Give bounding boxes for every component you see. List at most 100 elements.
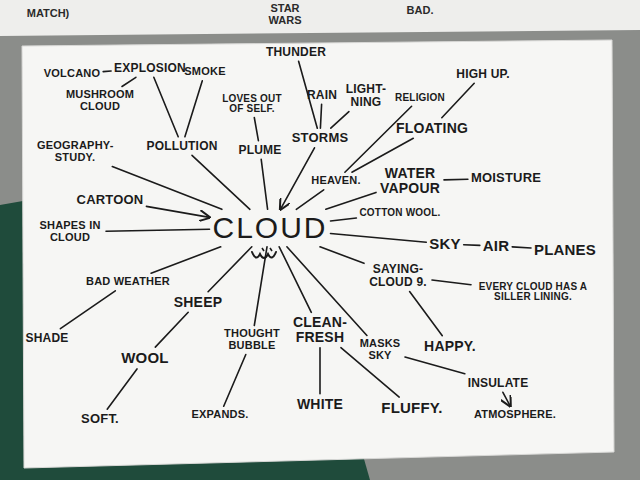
mind-map-line	[224, 355, 246, 407]
word-text: BAD WEATHER	[86, 276, 170, 288]
word-text: INSULATE	[468, 377, 529, 390]
mind-map-word: EXPANDS.	[191, 409, 248, 421]
word-text: POLLUTION	[146, 140, 217, 153]
mind-map-line	[60, 291, 115, 329]
mind-map-line	[444, 178, 468, 180]
mind-map-line	[155, 312, 188, 347]
mind-map-line	[319, 348, 321, 394]
mind-map-word: SOFT.	[81, 412, 119, 426]
word-text: EXPLOSION	[114, 62, 186, 75]
word-text: THOUGHT BUBBLE	[217, 328, 287, 351]
mind-map-word: WATER VAPOUR	[379, 166, 441, 195]
neighbour-sheet-text: BAD.	[407, 5, 434, 17]
word-text: RELIGION	[395, 93, 445, 104]
mind-map-line	[106, 229, 210, 231]
word-text: HAPPY.	[424, 339, 476, 354]
mind-map-line	[151, 247, 221, 273]
word-text: HIGH UP.	[456, 68, 509, 81]
mind-map-line	[331, 112, 349, 129]
mind-map-line	[331, 218, 357, 221]
mind-map-word: COTTON WOOL.	[359, 208, 440, 219]
mind-map-word: FLUFFY.	[381, 400, 442, 416]
word-text: SKY	[429, 236, 460, 252]
mind-map-word: GEOGRAPHY- STUDY.	[37, 140, 113, 163]
word-text: THUNDER	[266, 46, 326, 59]
mind-map-line	[185, 81, 202, 137]
mind-map-word: WHITE	[297, 397, 343, 412]
smiley-doodle	[252, 252, 276, 258]
mind-map-word: RELIGION	[395, 93, 445, 104]
mind-map-line	[107, 369, 137, 409]
mind-map-line	[331, 234, 427, 243]
mind-map-word: CARTOON	[77, 193, 144, 207]
mind-map-line	[410, 292, 443, 336]
word-text: LIGHT- NING	[344, 83, 388, 108]
mind-map-word: HAPPY.	[424, 339, 476, 354]
word-text: SHADE	[25, 332, 68, 345]
paper-sheet	[22, 40, 614, 468]
mind-map-word: PLANES	[534, 242, 596, 258]
word-text: LOVES OUT OF SELF.	[216, 94, 288, 115]
mind-map-line	[320, 247, 364, 263]
word-text: FLOATING	[396, 121, 468, 136]
mind-map-word: PLUME	[239, 144, 282, 157]
mind-map-line	[464, 244, 480, 246]
mind-map-line	[208, 247, 252, 292]
mind-map-word: MASKS SKY	[358, 338, 402, 361]
word-text: SHAPES IN CLOUD	[37, 220, 103, 243]
mind-map-line	[261, 159, 267, 209]
mind-map-word: BAD WEATHER	[86, 276, 170, 288]
mind-map-line	[320, 104, 321, 128]
mind-map-word: SHADE	[25, 332, 68, 345]
mind-map-word: SKY	[429, 236, 460, 252]
neighbour-sheet-text: STAR WARS	[261, 3, 309, 26]
mind-map-word: POLLUTION	[146, 140, 217, 153]
mind-map-word: WOOL	[121, 350, 168, 366]
mind-map-word: SHAPES IN CLOUD	[37, 220, 103, 243]
mind-map-word: LIGHT- NING	[344, 83, 388, 108]
mind-map-line	[503, 392, 510, 406]
word-text: AIR	[483, 238, 509, 254]
word-text: EXPANDS.	[191, 409, 248, 421]
word-text: SOFT.	[81, 412, 119, 426]
word-text: SAYING- CLOUD 9.	[367, 263, 429, 288]
word-text: STORMS	[292, 131, 349, 145]
mind-map-word: MUSHROOM CLOUD	[61, 89, 139, 112]
word-text: SMOKE	[184, 66, 225, 78]
word-text: GEOGRAPHY- STUDY.	[37, 140, 113, 163]
mind-map-word: STORMS	[292, 131, 349, 145]
mind-map-word: THUNDER	[266, 46, 326, 59]
mind-map-line	[512, 247, 531, 248]
word-text: PLUME	[239, 144, 282, 157]
mind-map-word: MOISTURE	[471, 171, 541, 185]
word-text: RAIN	[307, 89, 337, 102]
word-text: WOOL	[121, 350, 168, 366]
mind-map-word: HEAVEN.	[311, 175, 360, 187]
word-text: CLEAN-FRESH	[290, 315, 350, 344]
mind-map-line	[103, 70, 111, 72]
word-text: MASKS SKY	[358, 338, 402, 361]
mind-map-word: INSULATE	[468, 377, 529, 390]
mind-map-word: ATMOSPHERE.	[474, 409, 556, 421]
word-text: VOLCANO	[44, 68, 100, 80]
mind-map-word: EXPLOSION	[114, 62, 186, 75]
mind-map-line	[146, 206, 209, 217]
word-text: CARTOON	[77, 193, 144, 207]
word-text: SHEEP	[174, 295, 222, 310]
mind-map-line	[405, 357, 465, 374]
word-text: MUSHROOM CLOUD	[61, 89, 139, 112]
mind-map-word: RAIN	[307, 89, 337, 102]
mind-map-line	[279, 247, 311, 312]
mind-map-word: CLEAN-FRESH	[290, 315, 350, 344]
mind-map-word: AIR	[483, 238, 509, 254]
mind-map-line	[296, 190, 323, 210]
word-text: FLUFFY.	[381, 400, 442, 416]
mind-map-word: SAYING- CLOUD 9.	[367, 263, 429, 288]
mind-map-line	[254, 118, 258, 141]
word-text: EVERY CLOUD HAS A SILLER LINING.	[474, 282, 592, 303]
mind-map-word: THOUGHT BUBBLE	[217, 328, 287, 351]
mind-map-line	[254, 247, 267, 326]
word-text: ATMOSPHERE.	[474, 409, 556, 421]
